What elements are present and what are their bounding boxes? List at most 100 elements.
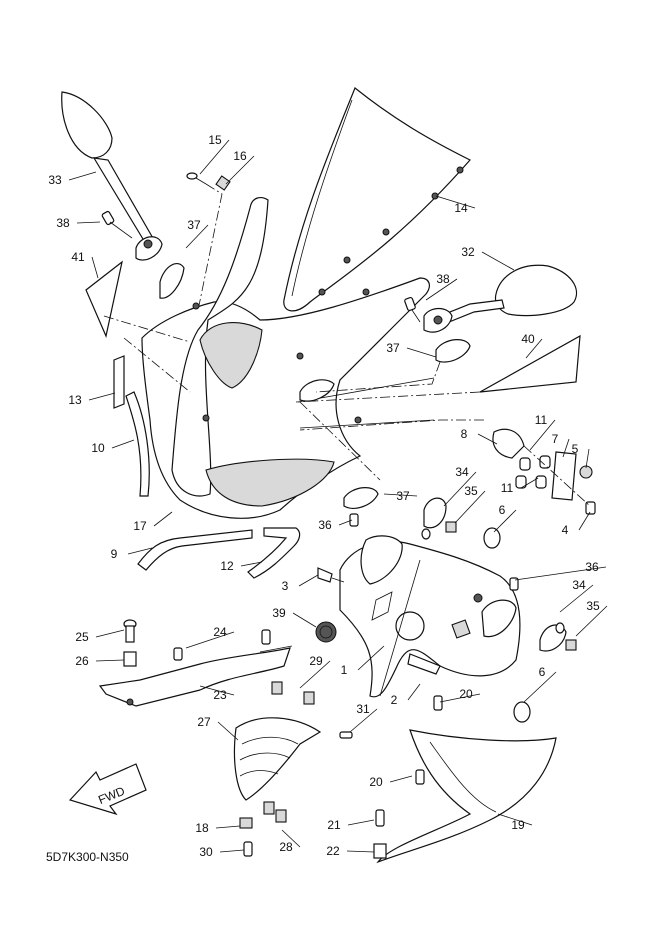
callout-c33: 33 <box>48 173 62 187</box>
callout-c13: 13 <box>68 393 82 407</box>
callout-c26: 26 <box>75 654 89 668</box>
callout-c21: 21 <box>327 818 341 832</box>
bolt-24 <box>173 629 271 661</box>
leader-line-c17 <box>153 511 173 527</box>
leader-line-c32 <box>481 251 515 271</box>
leader-line-c37b <box>406 347 437 358</box>
leader-line-c1 <box>357 645 385 671</box>
leader-line-c6a <box>493 509 517 533</box>
right-mirror <box>423 264 578 333</box>
leader-line-c21 <box>347 819 375 826</box>
callout-c6a: 6 <box>499 503 506 517</box>
callout-c17: 17 <box>133 519 147 533</box>
callout-c4: 4 <box>562 523 569 537</box>
callout-c35a: 35 <box>464 484 478 498</box>
callout-c23: 23 <box>213 688 227 702</box>
callout-c37a: 37 <box>187 218 201 232</box>
grommet-6-upper <box>483 527 501 549</box>
leader-line-c25 <box>95 629 125 638</box>
leader-line-c37c <box>383 493 418 497</box>
leader-line-c35b <box>575 605 608 637</box>
callout-c34b: 34 <box>572 578 586 592</box>
diagram-code: 5D7K300-N350 <box>46 850 129 864</box>
callout-c31: 31 <box>356 702 370 716</box>
leader-line-c5 <box>585 448 590 469</box>
callout-c8: 8 <box>461 427 468 441</box>
leader-line-c38a <box>76 221 101 224</box>
leader-line-c30 <box>219 849 245 853</box>
grommet-37-left <box>159 263 185 299</box>
callout-c18: 18 <box>195 821 209 835</box>
callout-c27: 27 <box>197 715 211 729</box>
callout-c20b: 20 <box>369 775 383 789</box>
plug-3 <box>317 567 345 583</box>
callout-c24: 24 <box>213 625 227 639</box>
callout-c1: 1 <box>341 663 348 677</box>
leader-line-c9 <box>127 547 153 555</box>
side-trim-13 <box>113 355 125 409</box>
assembly-leader-lines <box>103 315 484 481</box>
leader-line-c39 <box>292 612 317 628</box>
leader-line-c28 <box>281 829 301 848</box>
leader-line-c16 <box>225 155 255 185</box>
callout-c22: 22 <box>326 844 340 858</box>
callout-c38b: 38 <box>436 272 450 286</box>
windshield <box>283 87 471 312</box>
callout-c7: 7 <box>552 432 559 446</box>
callout-c12: 12 <box>220 559 234 573</box>
lower-cowling-19 <box>376 729 557 864</box>
callout-c34a: 34 <box>455 465 469 479</box>
trim-12 <box>247 527 301 579</box>
callout-c16: 16 <box>233 149 247 163</box>
clips-29 <box>271 681 315 705</box>
grommet-6-lower <box>513 701 531 723</box>
leader-line-c27 <box>217 721 239 741</box>
callout-c35b: 35 <box>586 599 600 613</box>
callout-c36b: 36 <box>585 560 599 574</box>
callout-c40: 40 <box>521 332 535 346</box>
callout-c11a: 11 <box>535 413 548 427</box>
callout-c3: 3 <box>282 579 289 593</box>
bracket-34-upper <box>421 497 457 540</box>
leader-line-c6b <box>523 671 557 703</box>
bolt-38-left <box>101 210 133 239</box>
callout-c41: 41 <box>71 250 85 264</box>
leader-line-c10 <box>111 439 135 449</box>
callout-c14: 14 <box>454 201 468 215</box>
leader-line-c40 <box>525 338 543 359</box>
callout-c20a: 20 <box>459 687 473 701</box>
leader-line-c29 <box>299 660 331 689</box>
trim-9 <box>137 529 253 571</box>
leader-line-c35a <box>454 490 486 524</box>
callout-c30: 30 <box>199 845 213 859</box>
callout-c32: 32 <box>461 245 475 259</box>
side-trim-10 <box>125 391 150 497</box>
grommet-37-right <box>315 339 471 393</box>
callout-c6b: 6 <box>539 665 546 679</box>
callout-c36a: 36 <box>318 518 332 532</box>
leader-line-c36a <box>338 519 353 526</box>
leader-line-c26 <box>95 659 125 662</box>
leader-line-c34b <box>559 584 594 613</box>
leader-line-c11a <box>529 419 556 451</box>
leader-line-c20b <box>389 775 413 783</box>
callout-c38a: 38 <box>56 216 70 230</box>
emblem-39 <box>315 621 337 643</box>
leader-line-c38b <box>425 278 458 301</box>
callout-c19: 19 <box>511 818 525 832</box>
inner-panel <box>339 535 521 698</box>
callout-c10: 10 <box>91 441 105 455</box>
leader-line-c33 <box>68 171 97 181</box>
side-panel-23 <box>98 645 293 707</box>
bolt-25-collar-26 <box>123 619 137 667</box>
grommet-37-lower <box>343 487 379 509</box>
bolts-20-21-22 <box>373 695 443 859</box>
leader-line-c18 <box>215 825 241 829</box>
leader-line-c12 <box>240 561 263 567</box>
leader-line-c7 <box>562 438 570 458</box>
callout-c25: 25 <box>75 630 89 644</box>
leader-line-c2 <box>407 683 421 701</box>
fwd-arrow: FWD <box>68 763 147 816</box>
callout-c5: 5 <box>572 442 579 456</box>
